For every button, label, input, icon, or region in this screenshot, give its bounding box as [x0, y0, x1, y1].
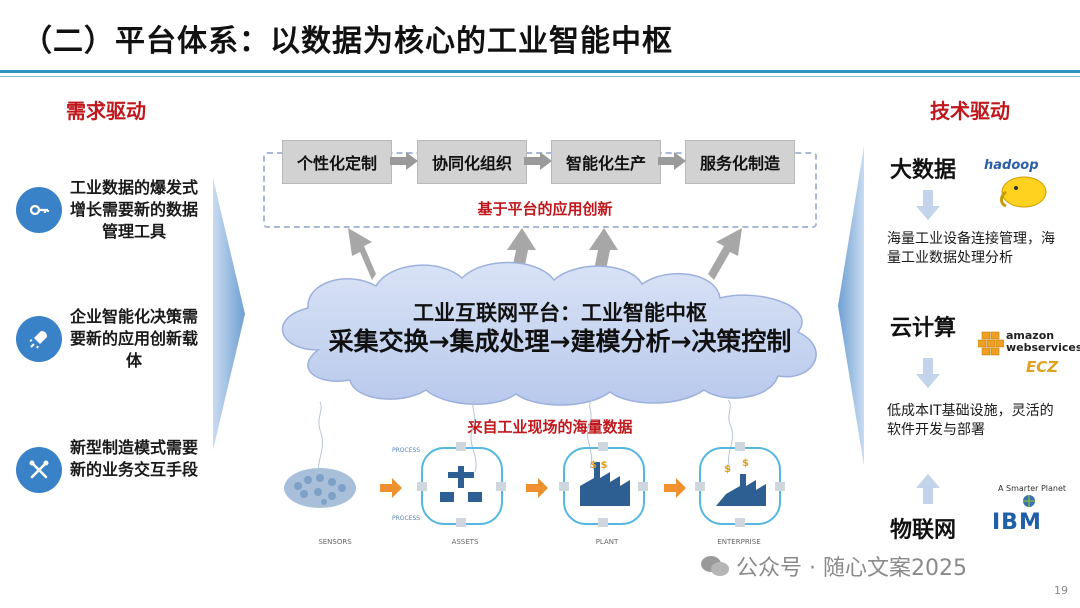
page-number: 19 [1054, 584, 1068, 597]
arrow-right-icon [524, 152, 552, 170]
planet-icon [1023, 495, 1035, 507]
data-flow-diagram: $ $ $ $ [284, 400, 785, 527]
svg-text:$: $ [724, 464, 731, 475]
app-box-intelligent: 智能化生产 [551, 140, 661, 184]
flow-label-plant: PLANT [595, 538, 619, 546]
watermark: 公众号 · 随心文案2025 [736, 556, 967, 581]
app-box-service: 服务化制造 [685, 140, 795, 184]
down-arrow-icon [916, 358, 940, 388]
ec2-logo-text: ECZ [1026, 358, 1059, 376]
iot-heading: 物联网 [890, 518, 957, 543]
svg-text:$: $ [742, 458, 749, 469]
cloud-computing-desc: 低成本IT基础设施，灵活的软件开发与部署 [887, 403, 1054, 438]
platform-cloud [281, 261, 817, 406]
left-chevron-arrow [213, 178, 245, 450]
big-data-heading: 大数据 [890, 158, 957, 183]
title-rule-thin [0, 76, 1080, 77]
flow-label-sensors: SENSORS [318, 538, 352, 546]
demand-item-1: 工业数据的爆发式增长需要新的数据管理工具 [69, 178, 198, 241]
rocket-icon [16, 316, 62, 362]
flow-label-assets: ASSETS [451, 538, 479, 546]
process-label-top: PROCESS [392, 447, 421, 454]
app-box-collaborative: 协同化组织 [417, 140, 527, 184]
demand-driven-heading: 需求驱动 [66, 99, 146, 123]
hadoop-elephant-icon [1000, 176, 1047, 208]
tech-driven-heading: 技术驱动 [930, 99, 1010, 123]
ibm-logo-text: IBM [992, 510, 1042, 535]
title-rule [0, 70, 1080, 73]
applications-caption: 基于平台的应用创新 [477, 200, 613, 218]
cloud-computing-heading: 云计算 [890, 316, 957, 341]
down-arrow-icon [916, 190, 940, 220]
key-icon [16, 187, 62, 233]
big-data-desc: 海量工业设备连接管理，海量工业数据处理分析 [887, 231, 1055, 266]
up-arrow-icon [916, 474, 940, 504]
app-box-personalized: 个性化定制 [282, 140, 392, 184]
slide-title: （二）平台体系：以数据为核心的工业智能中枢 [22, 24, 673, 59]
aws-logo-text: amazon webservices [1006, 329, 1080, 354]
right-chevron-arrow [838, 146, 864, 466]
cloud-title: 工业互联网平台：工业智能中枢 [413, 301, 707, 325]
process-label-bottom: PROCESS [392, 515, 421, 522]
svg-text:$ $: $ $ [590, 460, 607, 471]
flow-label-enterprise: ENTERPRISE [717, 538, 761, 546]
demand-item-3: 新型制造模式需要新的业务交互手段 [69, 438, 198, 479]
wechat-icon [701, 556, 729, 576]
field-data-caption: 来自工业现场的海量数据 [467, 418, 633, 436]
arrow-right-icon [390, 152, 418, 170]
demand-item-2: 企业智能化决策需要新的应用创新载体 [69, 307, 198, 370]
arrow-right-icon [658, 152, 686, 170]
aws-cubes-icon [978, 331, 1004, 356]
tools-icon [16, 447, 62, 493]
cloud-subtitle: 采集交换→集成处理→建模分析→决策控制 [328, 327, 792, 356]
ibm-tagline: A Smarter Planet [998, 484, 1067, 493]
hadoop-logo-text: hadoop [984, 158, 1039, 173]
